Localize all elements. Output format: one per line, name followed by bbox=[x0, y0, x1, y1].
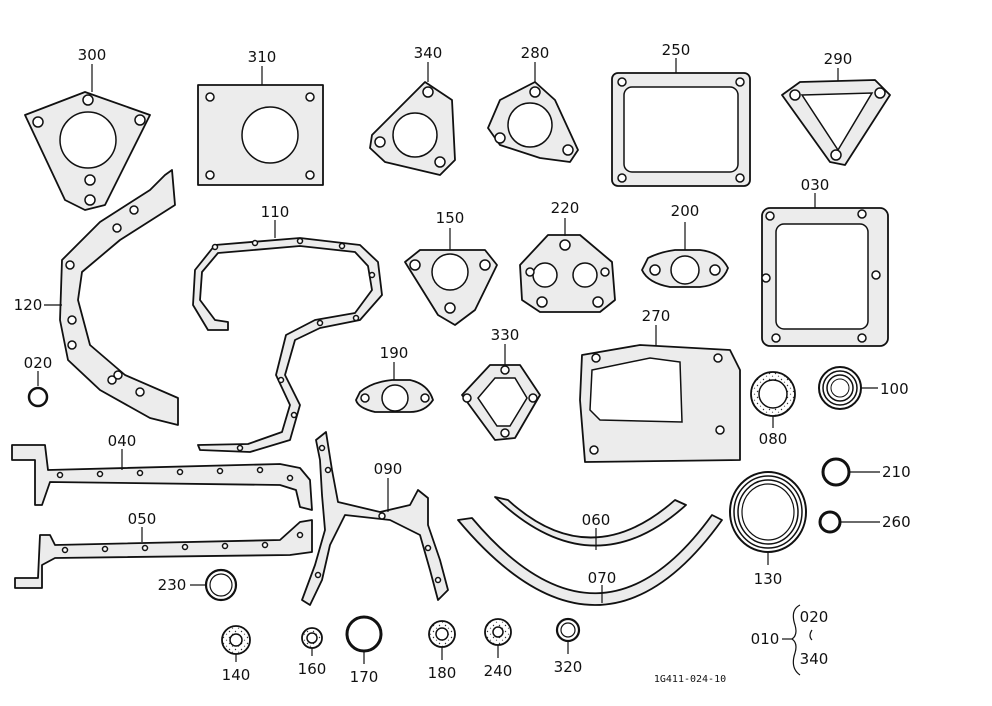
label-260: 260 bbox=[882, 513, 911, 531]
label-130: 130 bbox=[754, 570, 783, 588]
oring-170 bbox=[345, 615, 383, 653]
label-030: 030 bbox=[801, 176, 830, 194]
seal-060 bbox=[494, 496, 687, 547]
oring-020 bbox=[27, 386, 49, 408]
gasket-310 bbox=[197, 84, 324, 186]
seal-320 bbox=[555, 617, 581, 643]
seal-240 bbox=[484, 618, 512, 646]
label-120: 120 bbox=[14, 296, 43, 314]
label-280: 280 bbox=[521, 44, 550, 62]
oil-seal-100 bbox=[818, 366, 862, 410]
seal-140 bbox=[221, 625, 251, 655]
gasket-150 bbox=[404, 249, 498, 326]
gasket-300 bbox=[24, 91, 151, 211]
oring-260 bbox=[818, 510, 842, 534]
gasket-290 bbox=[781, 79, 891, 166]
label-190: 190 bbox=[380, 344, 409, 362]
gasket-280 bbox=[487, 81, 579, 163]
label-100: 100 bbox=[880, 380, 909, 398]
label-320: 320 bbox=[554, 658, 583, 676]
label-140: 140 bbox=[222, 666, 251, 684]
label-270: 270 bbox=[642, 307, 671, 325]
seal-230 bbox=[204, 568, 238, 602]
label-080: 080 bbox=[759, 430, 788, 448]
label-050: 050 bbox=[128, 510, 157, 528]
label-300: 300 bbox=[78, 46, 107, 64]
gasket-040 bbox=[11, 444, 313, 511]
gasket-050 bbox=[14, 519, 313, 589]
seal-180 bbox=[428, 620, 456, 648]
gasket-190 bbox=[355, 379, 434, 413]
label-150: 150 bbox=[436, 209, 465, 227]
label-180: 180 bbox=[428, 664, 457, 682]
oil-seal-130 bbox=[729, 471, 807, 553]
gasket-330 bbox=[461, 364, 541, 441]
gasket-270 bbox=[579, 344, 741, 463]
gasket-250 bbox=[611, 72, 751, 187]
gasket-090 bbox=[301, 431, 449, 606]
gasket-220 bbox=[519, 234, 616, 313]
gasket-030 bbox=[761, 207, 889, 347]
label-090: 090 bbox=[374, 460, 403, 478]
label-210: 210 bbox=[882, 463, 911, 481]
label-340: 340 bbox=[414, 44, 443, 62]
seal-070 bbox=[457, 514, 723, 606]
label-330: 330 bbox=[491, 326, 520, 344]
label-060: 060 bbox=[582, 511, 611, 529]
gasket-120 bbox=[59, 169, 179, 426]
label-290: 290 bbox=[824, 50, 853, 68]
label-250: 250 bbox=[662, 41, 691, 59]
label-070: 070 bbox=[588, 569, 617, 587]
label-220: 220 bbox=[551, 199, 580, 217]
label-170: 170 bbox=[350, 668, 379, 686]
label-020: 020 bbox=[24, 354, 53, 372]
drawing-code: 1G411-024-10 bbox=[654, 674, 726, 685]
oring-210 bbox=[821, 457, 851, 487]
label-110: 110 bbox=[261, 203, 290, 221]
label-160: 160 bbox=[298, 660, 327, 678]
label-200: 200 bbox=[671, 202, 700, 220]
seal-160 bbox=[301, 627, 323, 649]
label-010: 010 bbox=[751, 630, 780, 648]
gasket-200 bbox=[641, 249, 729, 288]
label-310: 310 bbox=[248, 48, 277, 66]
label-040: 040 bbox=[108, 432, 137, 450]
label-010-from: 020 bbox=[800, 608, 829, 626]
label-230: 230 bbox=[158, 576, 187, 594]
gasket-340 bbox=[369, 81, 456, 176]
label-240: 240 bbox=[484, 662, 513, 680]
gasket-110 bbox=[192, 237, 383, 453]
label-010-to: 340 bbox=[800, 650, 829, 668]
kit-bracket bbox=[790, 604, 801, 676]
